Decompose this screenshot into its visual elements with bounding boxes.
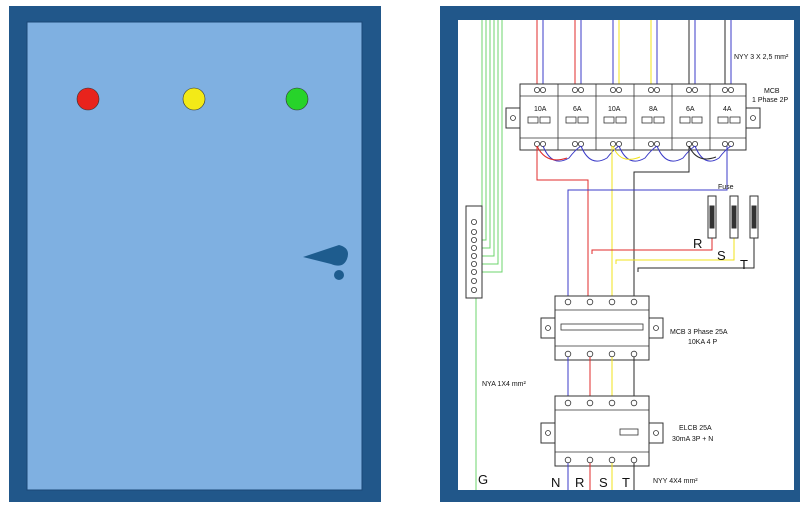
output-terminal-s: S bbox=[599, 475, 608, 490]
ground-terminal-bar bbox=[465, 205, 483, 299]
mcb3-to-elcb-wires bbox=[567, 357, 635, 401]
top-cable-label: NYY 3 X 2,5 mm² bbox=[734, 54, 789, 61]
mcb-incoming-wires bbox=[536, 20, 732, 86]
output-terminal-r: R bbox=[575, 475, 584, 490]
mcb-rating-6: 4A bbox=[723, 106, 732, 113]
indicator-lamp-red bbox=[76, 87, 100, 111]
mcb-rating-1: 10A bbox=[534, 106, 547, 113]
mcb-label-line1: MCB bbox=[764, 88, 780, 95]
output-cable-label: NYY 4X4 mm² bbox=[653, 478, 698, 485]
mcb3-label-line2: 10KA 4 P bbox=[688, 339, 718, 346]
fuse-phase-r: R bbox=[693, 236, 702, 251]
mcb-rating-3: 10A bbox=[608, 106, 621, 113]
indicator-lamp-green bbox=[285, 87, 309, 111]
indicator-lamp-yellow bbox=[182, 87, 206, 111]
output-terminal-n: N bbox=[551, 475, 560, 490]
elcb-label-line2: 30mA 3P + N bbox=[672, 436, 713, 443]
wiring-panel: NYY 3 X 2,5 mm² bbox=[440, 6, 800, 502]
fuse-phase-t: T bbox=[740, 257, 748, 272]
mcb-bridge-wires bbox=[536, 145, 732, 162]
mcb-rating-2: 6A bbox=[573, 106, 582, 113]
door-lock-icon[interactable] bbox=[334, 270, 344, 280]
mcb-rating-5: 6A bbox=[686, 106, 695, 113]
output-terminal-t: T bbox=[622, 475, 630, 490]
fuse-holders bbox=[707, 195, 759, 239]
door-handle-icon[interactable] bbox=[303, 245, 348, 266]
mcb-label-line2: 1 Phase 2P bbox=[752, 97, 789, 104]
mcb3-label-line1: MCB 3 Phase 25A bbox=[670, 329, 728, 336]
elcb bbox=[540, 395, 664, 467]
door-panel bbox=[9, 6, 381, 502]
mcb-1phase-strip: 10A 6A 10A 8A 6A 4A bbox=[505, 83, 761, 151]
output-wires bbox=[567, 463, 635, 490]
ground-cable-label: NYA 1X4 mm² bbox=[482, 381, 526, 388]
feeder-wires bbox=[536, 146, 755, 302]
fuse-phase-s: S bbox=[717, 248, 726, 263]
mcb-3phase bbox=[540, 295, 664, 361]
ground-label: G bbox=[478, 472, 488, 487]
elcb-label-line1: ELCB 25A bbox=[679, 425, 712, 432]
mcb-rating-4: 8A bbox=[649, 106, 658, 113]
fuse-label: Fuse bbox=[718, 184, 734, 191]
